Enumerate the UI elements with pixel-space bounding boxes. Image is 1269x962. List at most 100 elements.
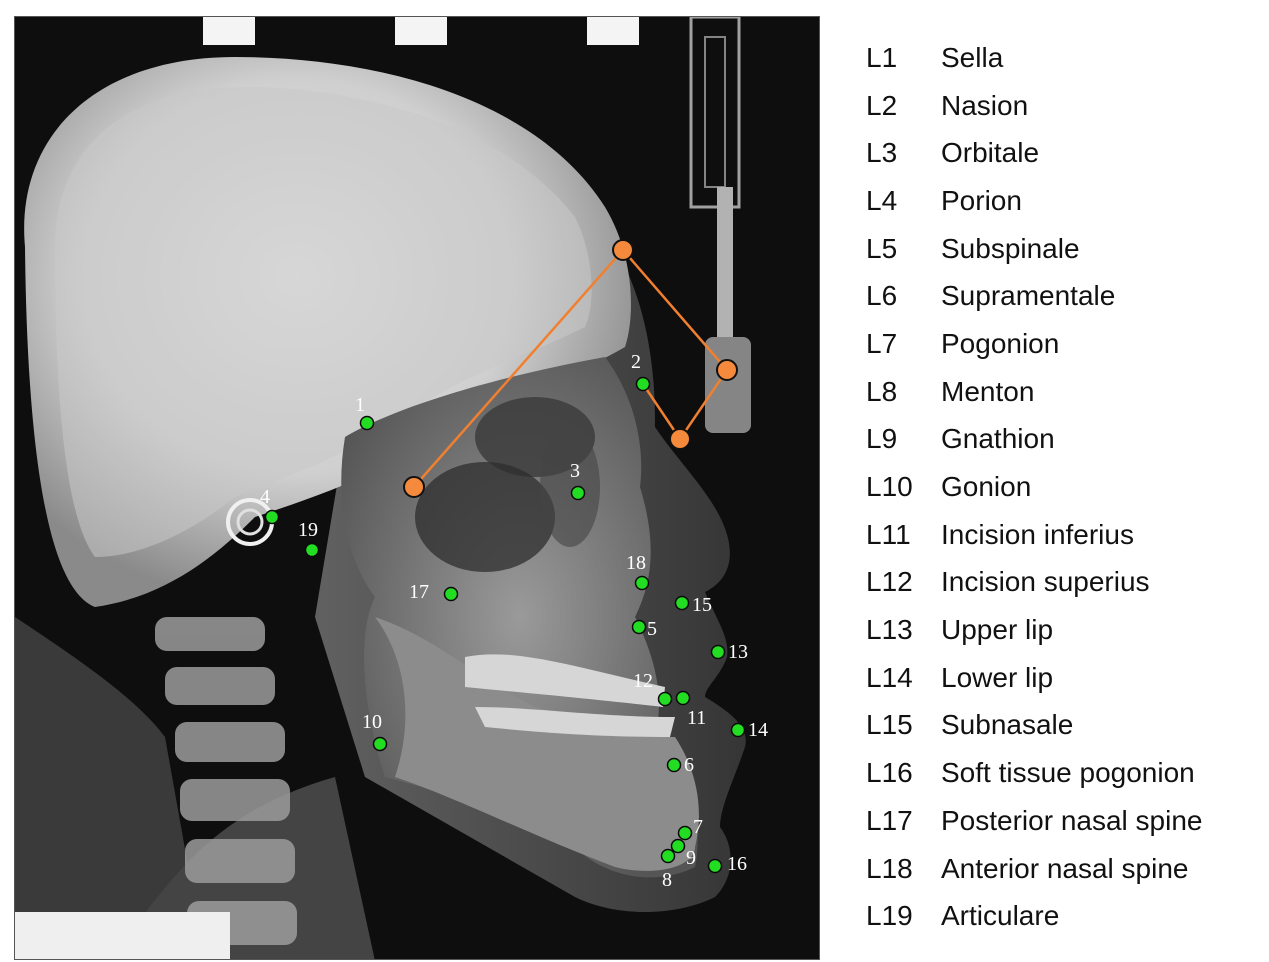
legend-code: L17 — [866, 804, 913, 836]
landmark-17-marker — [443, 586, 459, 602]
legend-code: L10 — [866, 471, 913, 503]
legend-code: L19 — [866, 900, 913, 932]
landmark-19-marker — [304, 542, 320, 558]
landmark-14-label: 14 — [748, 719, 768, 741]
landmark-8-label: 8 — [662, 869, 672, 891]
legend-row-l5: L5 Subspinale — [866, 225, 1256, 273]
legend-name: Subnasale — [941, 709, 1074, 741]
landmark-5-marker — [631, 619, 647, 635]
ear-rod-ring-inner — [236, 508, 264, 536]
legend-name: Gnathion — [941, 423, 1055, 455]
dentition — [465, 654, 675, 737]
legend-name: Subspinale — [941, 232, 1080, 264]
legend-name: Articulare — [941, 900, 1060, 932]
legend-name: Porion — [941, 184, 1022, 216]
film-clip-tab — [587, 17, 639, 45]
landmark-1-marker — [359, 415, 375, 431]
legend-code: L8 — [866, 375, 898, 407]
landmark-10-marker — [372, 736, 388, 752]
landmark-9-label: 9 — [686, 847, 696, 869]
prediction-line — [641, 383, 682, 440]
landmark-9-marker — [670, 838, 686, 854]
legend-name: Supramentale — [941, 280, 1116, 312]
legend-code: L1 — [866, 41, 898, 73]
legend-code: L13 — [866, 614, 913, 646]
landmark-12-marker — [657, 691, 673, 707]
legend-name: Nasion — [941, 89, 1029, 121]
mandible — [375, 617, 699, 871]
landmark-3-label: 3 — [570, 460, 580, 482]
prediction-line — [622, 249, 728, 371]
legend-name: Anterior nasal spine — [941, 852, 1189, 884]
legend-name: Gonion — [941, 471, 1032, 503]
landmark-6-label: 6 — [684, 754, 694, 776]
legend-code: L18 — [866, 852, 913, 884]
legend-name: Menton — [941, 375, 1035, 407]
landmark-4-marker — [264, 509, 280, 525]
legend-row-l1: L1 Sella — [866, 34, 1256, 82]
prediction-marker — [612, 239, 634, 261]
legend-name: Posterior nasal spine — [941, 804, 1203, 836]
legend-name: Incision superius — [941, 566, 1150, 598]
landmark-7-marker — [677, 825, 693, 841]
landmark-11-label: 11 — [687, 707, 706, 729]
landmark-18-label: 18 — [626, 552, 646, 574]
legend-name: Soft tissue pogonion — [941, 757, 1195, 789]
legend-code: L4 — [866, 184, 898, 216]
landmark-10-label: 10 — [362, 711, 382, 733]
landmark-11-marker — [675, 690, 691, 706]
legend-row-l19: L19 Articulare — [866, 892, 1256, 940]
film-clip-tab — [203, 17, 255, 45]
legend-code: L2 — [866, 89, 898, 121]
neck-soft-tissue — [15, 617, 205, 959]
legend-code: L9 — [866, 423, 898, 455]
legend-row-l4: L4 Porion — [866, 177, 1256, 225]
landmark-14-marker — [730, 722, 746, 738]
landmark-16-marker — [707, 858, 723, 874]
landmark-12-label: 12 — [633, 670, 653, 692]
landmark-2-label: 2 — [631, 351, 641, 373]
legend-row-l12: L12 Incision superius — [866, 559, 1256, 607]
landmark-15-label: 15 — [692, 594, 712, 616]
landmark-13-label: 13 — [728, 641, 748, 663]
legend-code: L5 — [866, 232, 898, 264]
legend-row-l18: L18 Anterior nasal spine — [866, 845, 1256, 893]
maxillary-sinus — [415, 462, 555, 572]
landmark-16-label: 16 — [727, 853, 747, 875]
landmark-8-marker — [660, 848, 676, 864]
legend-code: L6 — [866, 280, 898, 312]
legend-name: Sella — [941, 41, 1004, 73]
landmark-3-marker — [570, 485, 586, 501]
nasal-cavity — [540, 427, 600, 547]
prediction-marker — [669, 428, 691, 450]
landmark-2-marker — [635, 376, 651, 392]
legend-name: Lower lip — [941, 661, 1054, 693]
landmark-6-marker — [666, 757, 682, 773]
legend-name: Orbitale — [941, 137, 1040, 169]
legend-code: L11 — [866, 518, 911, 550]
prediction-marker — [716, 359, 738, 381]
landmark-1-label: 1 — [355, 394, 365, 416]
landmark-7-label: 7 — [693, 816, 703, 838]
landmark-19-label: 19 — [298, 519, 318, 541]
landmark-18-marker — [634, 575, 650, 591]
cranial-cavity — [55, 87, 592, 557]
legend-row-l10: L10 Gonion — [866, 463, 1256, 511]
legend-code: L12 — [866, 566, 913, 598]
prediction-overlay — [403, 239, 738, 498]
film-corner — [15, 912, 230, 959]
legend-row-l17: L17 Posterior nasal spine — [866, 797, 1256, 845]
legend-row-l2: L2 Nasion — [866, 82, 1256, 130]
nasal-positioner — [689, 17, 751, 433]
landmark-13-marker — [710, 644, 726, 660]
prediction-marker — [403, 476, 425, 498]
